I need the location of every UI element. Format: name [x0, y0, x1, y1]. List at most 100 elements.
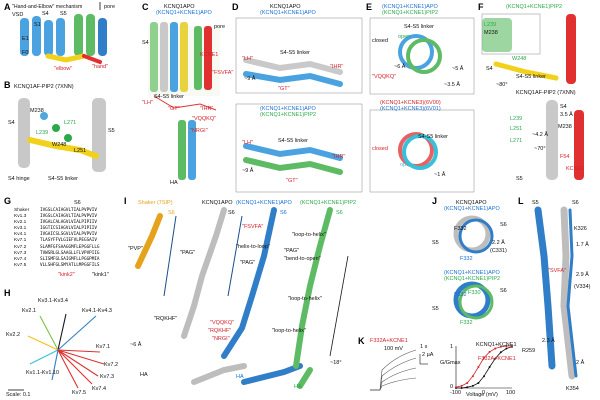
panel-d-label-linker-top: S4-S5 linker: [280, 50, 310, 56]
panel-h-label-kv2.1: Kv2.1: [22, 308, 37, 314]
panel-c-title: KCNQ1APO: [164, 4, 195, 10]
panel-k-xlabel: Voltage (mV): [466, 392, 498, 398]
panel-i-pag3: "PAG": [284, 248, 300, 254]
panel-g-header: S6: [74, 200, 81, 206]
sequence: SLISMFGLSAIGMFLLPGGPMIA: [40, 256, 100, 262]
panel-c-label-nrgi: "NRGI": [190, 128, 208, 134]
panel-i-title-kcne1-apo: (KCNQ1+KCNE1)APO: [236, 200, 292, 206]
panel-f-label-70deg: ~70°: [534, 146, 546, 152]
gv-point: [466, 386, 469, 389]
panel-i-title-apo: KCNQ1APO: [202, 200, 233, 206]
panel-g-kink1: "kink1": [92, 272, 109, 278]
panel-i-pag1: "PAG": [180, 250, 196, 256]
panel-b-label-s4: S4: [8, 120, 15, 126]
panel-k-legend2: F332A+KCNE1: [478, 356, 516, 362]
panel-c-label-pore: pore: [214, 24, 226, 30]
panel-f-label-s5: S5: [516, 176, 523, 182]
panel-i-title-shaker: Shaker (7SIP): [138, 200, 173, 206]
panel-k-xtick-n100: -100: [450, 390, 462, 396]
panel-h-label-kv7.3: Kv7.3: [100, 374, 115, 380]
panel-j-label-s5: S5: [432, 240, 439, 246]
panel-b-label-m238: M238: [30, 108, 44, 114]
panel-a-label-vsd: VSD: [12, 12, 24, 18]
panel-f-label-l239-2: L239: [510, 116, 523, 122]
panel-i-rqkhf1: "RQKHF": [154, 316, 178, 322]
panel-label-l: L: [518, 196, 524, 206]
panel-b-structure: [18, 98, 106, 172]
panel-k-ytick-1: 1: [450, 344, 454, 350]
panel-d-label-ihr-top: "IHR": [330, 64, 344, 70]
panel-h-label-kv4: Kv4.1-Kv4.3: [82, 308, 112, 314]
panel-l-label-v334: (V334): [574, 284, 591, 290]
panel-f-label-w248: W248: [512, 56, 527, 62]
panel-a-label-s5: S5: [60, 11, 67, 17]
panel-j-subtitle2: (KCNQ1+KCNE1)APO: [444, 270, 500, 276]
panel-f-label-s4: S4: [486, 66, 493, 72]
panel-i-pag2: "PAG": [240, 260, 256, 266]
seq-name: Kv7.4: [14, 256, 27, 262]
panel-d-label-gt-bot: "GT": [286, 178, 298, 184]
sequence: VLLSHFGLSMYATLLMPGGFILS: [40, 262, 100, 268]
gv-point: [499, 351, 502, 354]
panel-label-c: C: [142, 2, 149, 12]
panel-l-label-2.3a: 2.3 Å: [542, 338, 555, 344]
panel-d-title: KCNQ1APO: [270, 4, 301, 10]
gv-point: [505, 345, 508, 347]
panel-c: KCNQ1APO (KCNQ1+KCNE1)APO pore S4 S4-S5 …: [140, 0, 234, 195]
panel-i-s6-shaker: S6: [168, 210, 175, 216]
panel-label-i: I: [124, 196, 127, 206]
panel-e-label-vqqkq: "VQQKQ": [372, 74, 397, 80]
panel-e-subtitle2: (KCNQ1+KCNE3)(6V00): [380, 100, 441, 106]
panel-i-vqqkq: "VQQKQ": [210, 320, 235, 326]
gv-point: [483, 356, 485, 359]
panel-a: "Hand-and-Elbow" mechanism VSD S5 S4 por…: [0, 0, 140, 80]
panel-l: S5 S6 K326 1.7 Å "SVFA" 2.9 Å (V334) 2 Å…: [518, 196, 600, 400]
panel-f-label-3.5a: 3.5 Å: [560, 112, 573, 118]
panel-d-label-9a-bot: ~9 Å: [242, 168, 254, 174]
panel-i-bend-to-open: "bend-to-open": [284, 256, 321, 262]
panel-a-label-s4: S4: [42, 11, 49, 17]
panel-k-traces: [370, 349, 428, 391]
panel-k-gv-plot: [455, 345, 513, 389]
sequence: TVWSRLGLSAAGLLFLVPVPIIG: [40, 250, 100, 256]
panel-label-f: F: [478, 2, 484, 12]
panel-l-label-k354: K354: [566, 386, 579, 392]
gv-curve-0: [456, 346, 513, 389]
panel-c-label-s4: S4: [142, 40, 149, 46]
panel-i-ha1: HA: [140, 372, 148, 378]
gv-point: [477, 382, 480, 384]
panel-d-label-ihr-bot: "IHR": [332, 154, 346, 160]
panel-j: KCNQ1APO (KCNQ1+KCNE1)APO F332 S5 S6 F33…: [430, 196, 518, 336]
sequence: IVGAICSLSGVLVIALPVPVIV: [40, 232, 97, 238]
panel-d-label-lh-bot: "LH": [242, 140, 253, 146]
panel-i-fsvfa: "FSVFA": [242, 224, 264, 230]
panel-l-label-2a: 2 Å: [576, 360, 585, 366]
panel-d-subtitle3: (KCNQ1+KCNE1)PIP2: [260, 112, 317, 118]
panel-j-label-c331: (C331): [490, 248, 507, 254]
panel-j-label-2.2a: 2.2 Å: [492, 240, 505, 246]
panel-i-ha2: HA: [236, 374, 244, 380]
panel-a-label-pore: pore: [104, 4, 116, 10]
panel-j-label-f332c: F332: [454, 292, 467, 298]
panel-label-b: B: [4, 80, 11, 90]
panel-e-label-closed: closed: [372, 38, 388, 44]
panel-h-label-kv3: Kv3.1-Kv3.4: [38, 298, 68, 304]
gv-point: [505, 347, 508, 350]
panel-j-label-f332d: F332: [460, 320, 473, 326]
panel-label-j: J: [432, 196, 438, 206]
panel-e-label-open2: open: [400, 162, 413, 168]
panel-h-label-kv7.5: Kv7.5: [72, 390, 87, 396]
panel-c-label-fsvfa: "FSVFA": [212, 70, 234, 76]
panel-f-label-linker: S4-S5 linker: [516, 74, 546, 80]
panel-f: (KCNQ1+KCNE1)PIP2 L239 M238 W248 S4-S5 l…: [476, 0, 600, 195]
panel-c-label-kcne1: KCNE1: [200, 52, 219, 58]
seq-name: Shaker: [14, 208, 30, 213]
panel-label-h: H: [4, 288, 11, 298]
panel-e-label-1a: ~1 Å: [434, 172, 446, 178]
panel-k-scale-time: 1 s: [420, 344, 428, 350]
panel-e-label-linker2: S4-S5 linker: [418, 134, 448, 140]
panel-h-label-kv2.2: Kv2.2: [6, 332, 21, 338]
gv-point: [494, 357, 497, 360]
panel-i-loop-to-helix2: "loop-to-helix": [288, 296, 322, 302]
gv-series-group: [455, 345, 513, 389]
